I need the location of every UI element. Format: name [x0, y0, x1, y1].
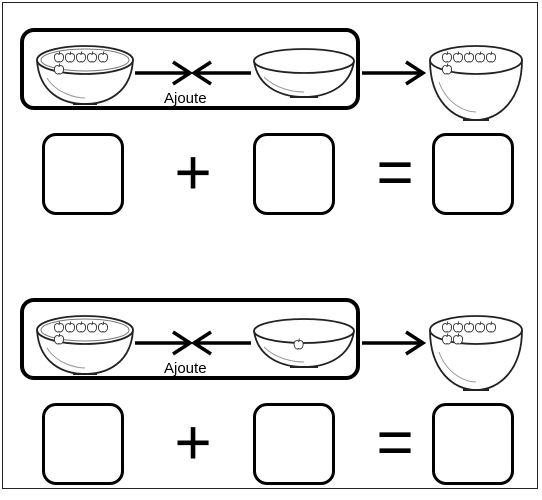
apple-icon — [464, 321, 474, 333]
answer-box-first-addend[interactable] — [42, 133, 124, 215]
apple-icon — [98, 321, 108, 333]
apple-icon — [98, 51, 108, 63]
equals-sign: = — [376, 406, 414, 478]
apple-icon — [475, 321, 485, 333]
middle-bowl-icon — [250, 315, 358, 371]
answer-box-second-addend[interactable] — [253, 403, 335, 485]
apple-icon — [54, 63, 64, 75]
apple-icon — [442, 51, 452, 63]
answer-box-second-addend[interactable] — [253, 133, 335, 215]
grouping-box — [20, 298, 360, 380]
exercise-2: Ajoute — [0, 270, 542, 500]
apple-group — [442, 51, 496, 75]
result-bowl-icon — [425, 306, 527, 396]
converging-arrows — [133, 328, 253, 363]
apple-icon — [54, 333, 64, 345]
apple-icon — [464, 51, 474, 63]
arrow-left-icon — [190, 330, 251, 356]
answer-box-sum[interactable] — [432, 133, 514, 215]
apple-group — [293, 338, 304, 350]
plus-sign: + — [174, 406, 212, 478]
apple-icon — [76, 51, 86, 63]
apple-icon — [87, 51, 97, 63]
apple-icon — [442, 321, 452, 333]
bowl-icon — [253, 318, 355, 368]
bowl-icon — [429, 315, 523, 391]
arrow-right-icon — [362, 330, 427, 356]
apple-icon — [65, 321, 75, 333]
apple-icon — [65, 51, 75, 63]
apple-icon — [54, 321, 64, 333]
result-arrow — [360, 59, 427, 92]
apple-icon — [486, 321, 496, 333]
apple-icon — [475, 51, 485, 63]
verb-label: Ajoute — [164, 90, 207, 107]
arrow-left-icon — [190, 60, 251, 86]
converging-arrows — [133, 58, 253, 93]
exercise-1: Ajoute — [0, 0, 542, 230]
answer-box-first-addend[interactable] — [42, 403, 124, 485]
apple-group — [54, 321, 108, 345]
apple-icon — [453, 333, 463, 345]
middle-bowl-icon — [250, 45, 358, 101]
verb-label: Ajoute — [164, 360, 207, 377]
arrow-right-icon — [135, 330, 194, 356]
apple-icon — [442, 333, 452, 345]
bowl-icon — [36, 315, 134, 375]
page-border — [2, 2, 538, 489]
apple-icon — [453, 51, 463, 63]
left-bowl-icon — [33, 38, 137, 110]
apple-group — [442, 321, 496, 345]
apple-icon — [453, 321, 463, 333]
grouping-box — [20, 28, 360, 110]
equals-sign: = — [376, 136, 414, 208]
apple-icon — [76, 321, 86, 333]
apple-icon — [442, 63, 452, 75]
result-bowl-icon — [425, 36, 527, 126]
apple-icon — [54, 51, 64, 63]
arrow-right-icon — [362, 60, 427, 86]
left-bowl-icon — [33, 308, 137, 380]
plus-sign: + — [174, 136, 212, 208]
apple-group — [54, 51, 108, 75]
arrow-right-icon — [135, 60, 194, 86]
bowl-icon — [429, 45, 523, 121]
apple-icon — [293, 338, 304, 350]
apple-icon — [87, 321, 97, 333]
apple-icon — [486, 51, 496, 63]
answer-box-sum[interactable] — [432, 403, 514, 485]
result-arrow — [360, 329, 427, 362]
bowl-icon — [36, 45, 134, 105]
bowl-icon — [253, 48, 355, 98]
